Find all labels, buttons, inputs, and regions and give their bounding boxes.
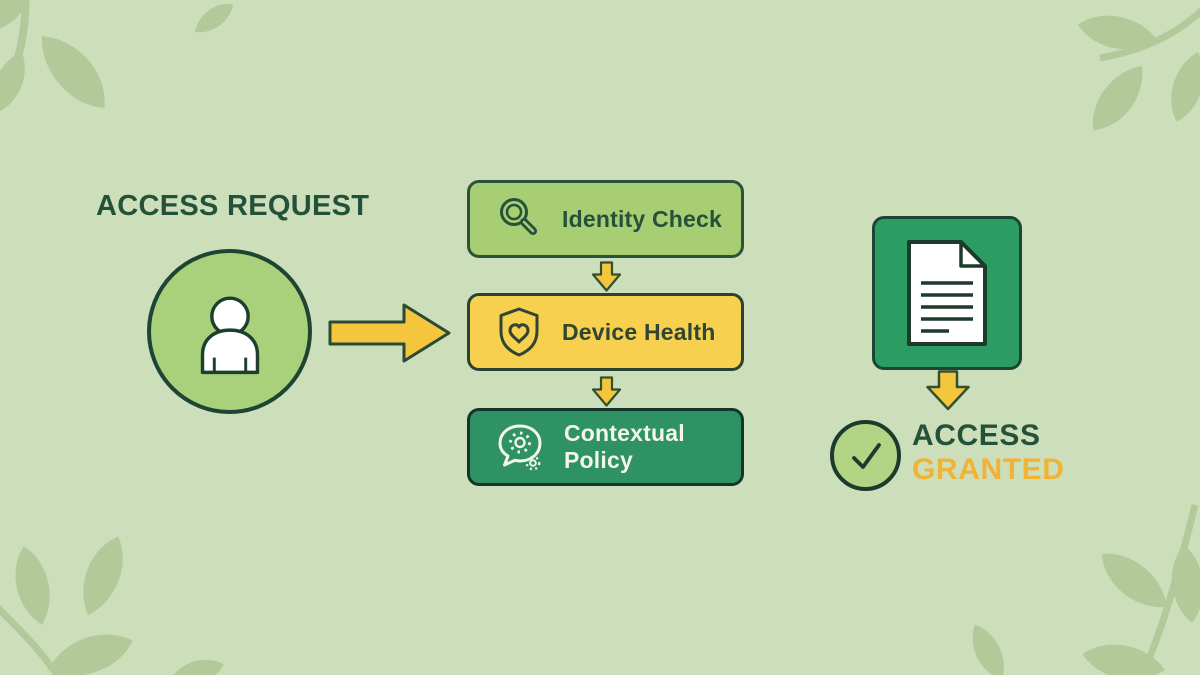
arrow-down-icon (591, 261, 622, 292)
arrow-right-icon (328, 303, 451, 363)
access-granted-label: ACCESS GRANTED (912, 419, 1065, 487)
page-title: ACCESS REQUEST (96, 190, 370, 222)
leaf-decoration-top-left (0, 0, 234, 114)
document-icon (907, 240, 987, 346)
leaf-decoration-bottom-right (972, 504, 1200, 675)
chat-gear-icon (498, 424, 542, 471)
step-identity-check: Identity Check (467, 180, 744, 258)
leaf-decoration-top-right (1077, 7, 1200, 131)
arrow-down-icon (591, 376, 622, 407)
access-text: ACCESS (912, 419, 1041, 452)
step-device-health: Device Health (467, 293, 744, 371)
step-contextual-policy: Contextual Policy (467, 408, 744, 486)
step-label: Identity Check (562, 205, 723, 232)
step-label: Contextual Policy (564, 420, 685, 473)
granted-text: GRANTED (912, 453, 1065, 486)
policy-document-card (872, 216, 1022, 370)
check-icon (851, 442, 881, 469)
magnifier-icon (500, 198, 537, 235)
user-icon (200, 296, 259, 374)
access-granted-check-circle (830, 420, 901, 491)
arrow-down-icon (926, 370, 970, 411)
leaf-decoration-bottom-left (0, 536, 224, 675)
user-avatar-circle (147, 249, 312, 414)
shield-heart-icon (499, 307, 539, 357)
step-label: Device Health (562, 318, 716, 345)
